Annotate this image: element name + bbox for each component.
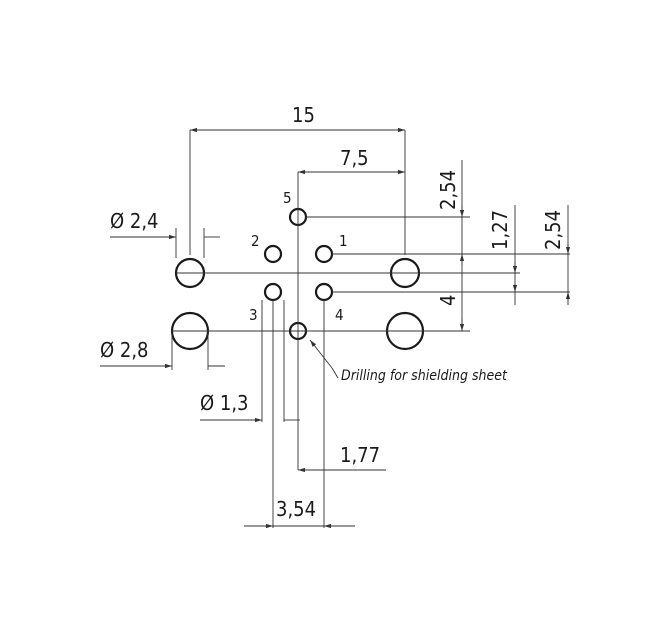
reference-lines [171, 130, 570, 528]
dimension-lines [100, 127, 571, 529]
dimension-labels: 15 7,5 Ø 2,4 Ø 2,8 Ø 1,3 1,77 3,54 2,54 … [100, 103, 565, 521]
dim-1-27: 1,27 [488, 210, 512, 250]
dim-2-54-a: 2,54 [436, 170, 460, 210]
pin-label-4: 4 [335, 306, 344, 324]
dim-15: 15 [292, 103, 315, 127]
dim-dia-2-4: Ø 2,4 [110, 209, 158, 233]
dim-3-54: 3,54 [276, 497, 316, 521]
shield-leader [309, 339, 339, 379]
pin-label-2: 2 [251, 232, 260, 250]
dim-2-54-b: 2,54 [541, 210, 565, 250]
dim-dia-1-3: Ø 1,3 [200, 391, 248, 415]
pin-hole-1 [314, 244, 334, 264]
pin-hole-3 [263, 282, 283, 302]
pin-label-5: 5 [283, 189, 292, 207]
pin-hole-2 [263, 244, 283, 264]
dim-7-5: 7,5 [340, 146, 369, 170]
pin-label-1: 1 [339, 232, 348, 250]
dim-1-77: 1,77 [340, 443, 380, 467]
holes [170, 207, 425, 351]
dim-dia-2-8: Ø 2,8 [100, 338, 148, 362]
shielding-note: Drilling for shielding sheet [341, 368, 508, 384]
dim-4: 4 [436, 295, 460, 306]
pin-hole-4 [314, 282, 334, 302]
pin-label-3: 3 [249, 306, 258, 324]
pin-labels: 5 2 1 3 4 [249, 189, 348, 324]
